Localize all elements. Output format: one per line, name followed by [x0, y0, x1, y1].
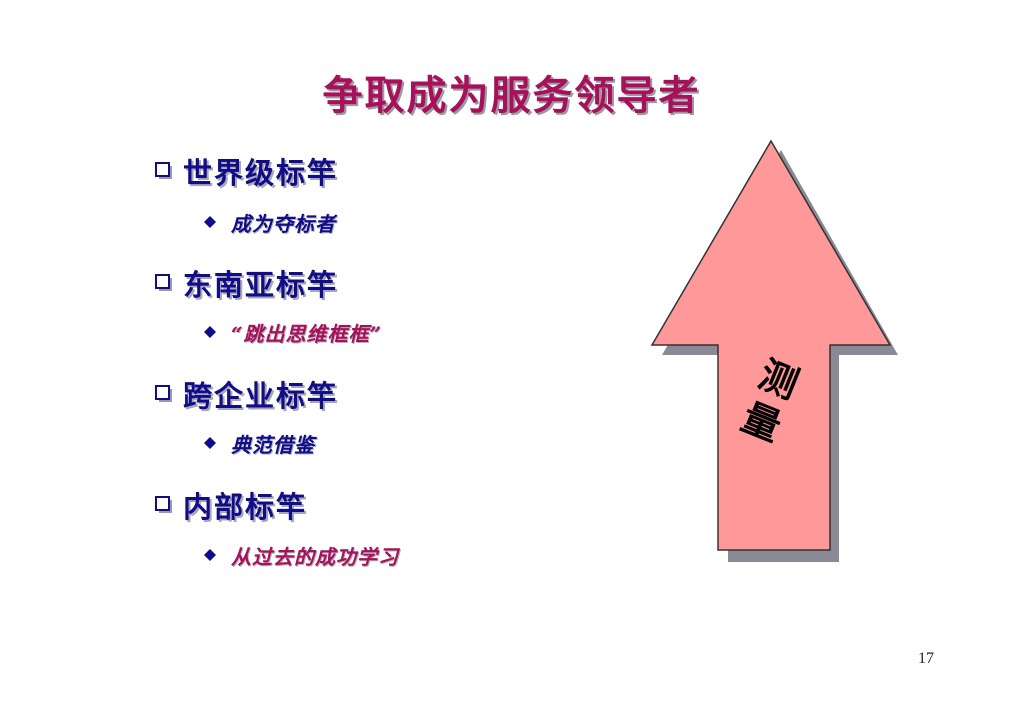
bullet-item: 内部标竿 [155, 485, 307, 525]
sub-bullet-label: “跳出思维框框” [231, 321, 383, 346]
bullet-item-label: 跨企业标竿 [183, 379, 339, 413]
diamond-icon [204, 549, 216, 561]
sub-bullet-item: 从过去的成功学习 [203, 540, 399, 570]
bullet-item: 东南亚标竿 [155, 263, 338, 303]
diamond-icon [204, 437, 216, 449]
sub-bullet-item: 成为夺标者 [203, 207, 336, 237]
bullet-item: 跨企业标竿 [155, 374, 338, 414]
up-arrow-shape [650, 139, 898, 562]
sub-bullet-label: 典范借鉴 [231, 432, 315, 457]
bullet-item-label: 东南亚标竿 [183, 268, 339, 302]
square-box-icon [155, 162, 172, 179]
slide-title: 争取成为服务领导者 [322, 72, 701, 119]
sub-bullet-label: 从过去的成功学习 [231, 544, 399, 569]
square-box-icon [155, 385, 172, 402]
square-box-icon [155, 496, 172, 513]
up-arrow-body [650, 139, 892, 551]
page-number: 17 [918, 650, 934, 667]
sub-bullet-label: 成为夺标者 [231, 211, 336, 236]
sub-bullet-item: “跳出思维框框” [203, 317, 382, 347]
diamond-icon [204, 326, 216, 338]
sub-bullet-item: 典范借鉴 [203, 428, 315, 458]
bullet-item-label: 世界级标竿 [183, 156, 339, 190]
bullet-item-label: 内部标竿 [183, 490, 308, 524]
square-box-icon [155, 274, 172, 291]
diamond-icon [204, 216, 216, 228]
bullet-item: 世界级标竿 [155, 151, 338, 191]
